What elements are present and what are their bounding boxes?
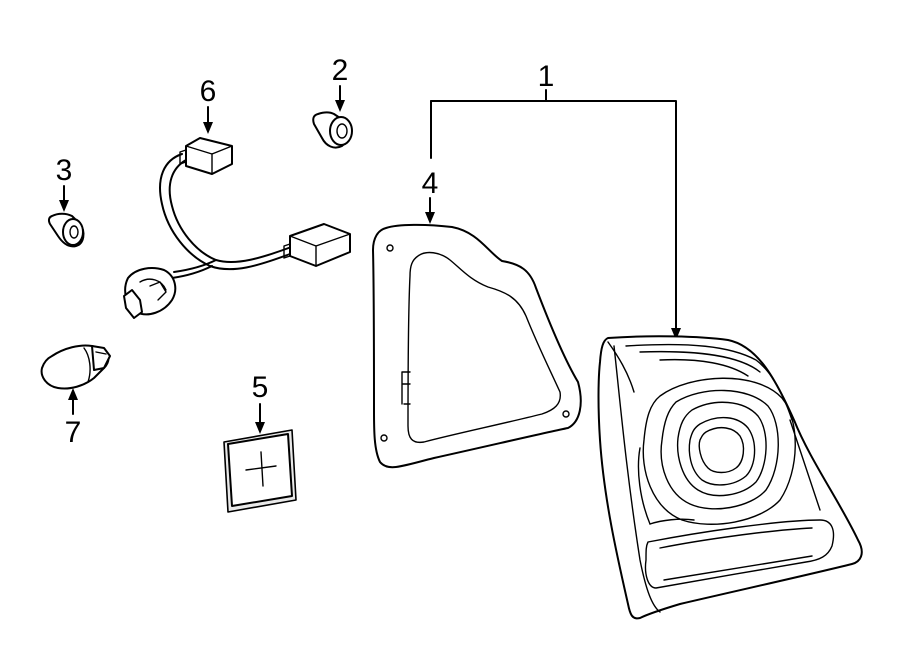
lens-and-housing-icon[interactable] — [597, 335, 863, 620]
push-nut-icon[interactable] — [312, 111, 353, 149]
callout-1[interactable]: 1 — [538, 60, 555, 93]
callout-6-leader — [203, 106, 213, 134]
callout-3-leader — [59, 185, 69, 212]
callout-4[interactable]: 4 — [422, 167, 439, 200]
wiring-harness-icon[interactable] — [123, 137, 351, 319]
callout-4-leader — [425, 100, 435, 224]
bulb-icon[interactable] — [40, 344, 111, 390]
callout-2-leader — [335, 85, 345, 112]
callout-2[interactable]: 2 — [332, 54, 349, 87]
gasket-icon[interactable] — [372, 223, 582, 469]
callout-1-leader — [430, 89, 681, 340]
grommet-icon[interactable] — [47, 212, 85, 248]
callout-3[interactable]: 3 — [56, 154, 73, 187]
callout-5-leader — [255, 403, 265, 434]
callout-5[interactable]: 5 — [252, 371, 269, 404]
callout-7[interactable]: 7 — [65, 416, 82, 449]
label-icon[interactable] — [223, 429, 297, 513]
callout-6[interactable]: 6 — [200, 75, 217, 108]
callout-7-leader — [68, 388, 78, 415]
